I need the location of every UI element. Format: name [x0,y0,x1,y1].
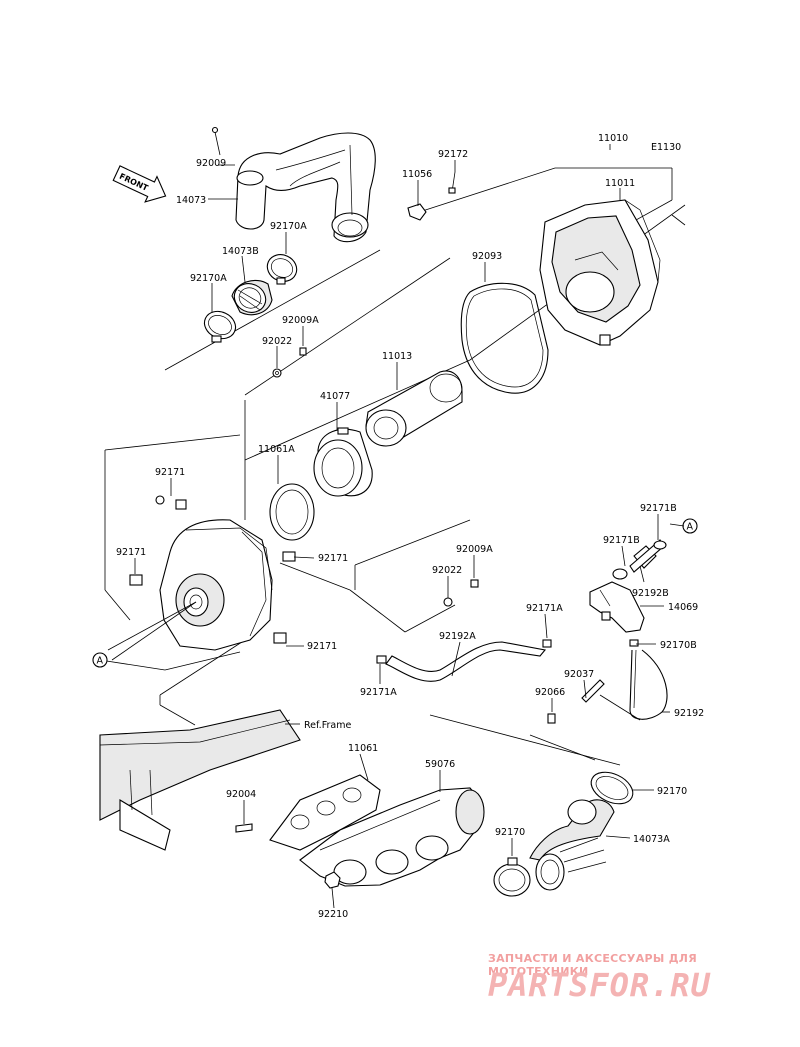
diagram-code: E1130 [651,142,681,153]
callout-a-right: A [682,518,698,534]
callout-a-left-text: A [97,656,104,667]
label-92171-mid: 92171 [318,553,348,564]
gasket-92093 [460,282,549,394]
filter-holder-41077 [313,427,373,497]
label-92171A-upper: 92171A [526,603,563,614]
nut-92210 [324,871,341,889]
label-92009A-lower: 92009A [456,544,493,555]
bolt-92009 [211,126,221,156]
air-filter-11013 [365,370,463,447]
label-92009: 92009 [196,158,226,169]
gasket-11061 [269,774,381,851]
clamp-92171A-lower [376,655,387,664]
breather-14069 [589,581,645,633]
coupler-14073B [231,279,273,316]
clamp-92171A-upper [542,639,552,648]
label-92170B: 92170B [660,640,697,651]
clamp-92170A-lower [203,310,237,343]
front-arrow-icon: FRONT [112,165,167,203]
clamp-92170B [629,639,639,647]
label-92192B: 92192B [632,588,669,599]
label-92037: 92037 [564,669,594,680]
label-14069: 14069 [668,602,698,613]
hose-92192 [629,649,668,720]
airbox-case-11010 [107,495,296,661]
bolt-92009A-upper [299,347,307,356]
label-92192: 92192 [674,708,704,719]
ref-frame-label: Ref.Frame [304,720,351,731]
label-92171A-lower: 92171A [360,687,397,698]
label-92171B-lower: 92171B [603,535,640,546]
label-14073B: 14073B [222,246,259,257]
frame-ref [99,709,301,851]
label-92093: 92093 [472,251,502,262]
label-92172: 92172 [438,149,468,160]
label-92022-upper: 92022 [262,336,292,347]
washer-92022-upper [272,368,282,378]
label-92171B-upper: 92171B [640,503,677,514]
label-11061A: 11061A [258,444,295,455]
label-92066: 92066 [535,687,565,698]
label-41077: 41077 [320,391,350,402]
label-11061: 11061 [348,743,378,754]
label-59076: 59076 [425,759,455,770]
clip-11056 [407,203,427,221]
label-92170-lower: 92170 [495,827,525,838]
washer-92022-lower [443,597,453,607]
label-92171-bottom: 92171 [307,641,337,652]
callout-a-right-text: A [687,522,694,533]
airbox-cover-11011 [539,199,661,346]
clamp-92170A-upper [266,254,298,285]
bolt-92009A-lower [470,579,479,588]
hose-92192A [385,641,547,682]
label-92009A-upper: 92009A [282,315,319,326]
label-92171-left: 92171 [116,547,146,558]
leader-lines [134,144,685,909]
label-11010: 11010 [598,133,628,144]
intake-manifold-59076 [299,787,485,887]
seal-11061A [269,483,315,541]
label-92022-lower: 92022 [432,565,462,576]
hose-92192B [612,539,667,580]
label-92192A: 92192A [439,631,476,642]
label-92170A-lower: 92170A [190,273,227,284]
cap-92066 [547,713,556,724]
label-92004: 92004 [226,789,256,800]
label-11056: 11056 [402,169,432,180]
label-11011: 11011 [605,178,635,189]
clamp-92170-lower [493,857,531,897]
stud-92004 [235,823,253,833]
label-92171-top: 92171 [155,467,185,478]
valve-92037 [581,679,605,703]
label-14073A: 14073A [633,834,670,845]
watermark-logo: PARTSFOR.RU [488,966,711,1004]
watermark-tagline: ЗАПЧАСТИ И АКСЕССУАРЫ ДЛЯ МОТОТЕХНИКИ [488,952,698,978]
callout-a-left: A [92,652,108,668]
label-92170A-upper: 92170A [270,221,307,232]
label-14073: 14073 [176,195,206,206]
duct-14073A [529,799,615,891]
label-92210: 92210 [318,909,348,920]
bolt-92172 [448,171,456,194]
clamp-92170-upper [590,771,634,805]
label-92170-upper: 92170 [657,786,687,797]
part-labels: 92009 14073 92170A 14073B 92170A 92009A … [116,133,704,920]
intake-duct-14073 [235,132,376,243]
label-11013: 11013 [382,351,412,362]
